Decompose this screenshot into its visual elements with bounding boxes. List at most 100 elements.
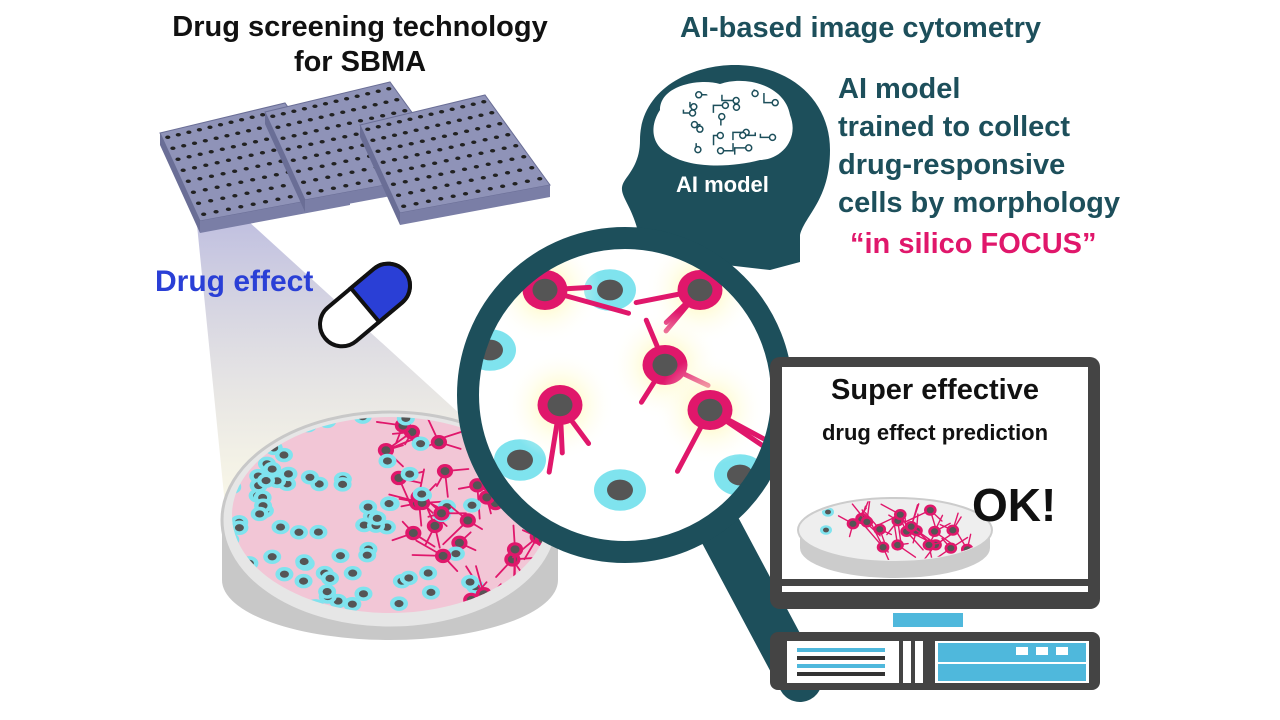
well: [285, 147, 291, 152]
well: [300, 180, 307, 185]
well: [439, 109, 445, 114]
well: [425, 150, 432, 155]
well: [290, 158, 296, 163]
well: [386, 122, 392, 127]
well: [249, 115, 255, 120]
well: [214, 160, 220, 165]
well: [466, 153, 473, 158]
well: [190, 190, 197, 195]
well: [455, 156, 461, 161]
ai-description-line: AI model: [838, 73, 961, 105]
well: [497, 121, 503, 126]
well: [186, 130, 192, 135]
well: [344, 96, 350, 101]
well: [280, 183, 286, 188]
well: [450, 169, 456, 174]
left-title-line2: for SBMA: [293, 46, 427, 78]
well: [489, 110, 495, 115]
well: [380, 160, 386, 165]
well: [437, 147, 443, 152]
well: [197, 176, 203, 181]
well: [425, 199, 432, 204]
well: [268, 186, 274, 191]
well: [430, 136, 436, 141]
well: [391, 111, 397, 116]
brain-icon: [653, 80, 793, 166]
circuit-line: [721, 94, 737, 102]
well: [325, 150, 331, 155]
well: [452, 131, 459, 136]
well: [390, 182, 397, 187]
well: [432, 185, 438, 190]
well: [214, 185, 220, 190]
well: [459, 142, 466, 147]
cell-responsive: [939, 512, 962, 536]
well: [505, 132, 511, 137]
circuit-line: [759, 133, 773, 139]
cell-responsive: [442, 505, 483, 546]
well: [255, 164, 261, 169]
well: [220, 196, 226, 201]
well: [456, 180, 462, 185]
well: [330, 186, 337, 191]
well: [225, 207, 232, 212]
well: [202, 138, 208, 143]
well: [208, 198, 214, 203]
well: [325, 175, 331, 180]
well: [197, 152, 203, 157]
well: [473, 164, 479, 169]
well: [256, 188, 262, 193]
screen-title: Super effective: [831, 374, 1039, 406]
well: [517, 168, 523, 173]
result-ok: OK!: [972, 479, 1057, 531]
well: [461, 167, 468, 172]
well: [386, 146, 392, 151]
well: [165, 135, 171, 140]
drug-effect-label: Drug effect: [155, 265, 314, 298]
well: [228, 120, 234, 125]
well: [312, 104, 318, 109]
well: [296, 144, 303, 149]
well: [207, 125, 213, 130]
well: [475, 126, 481, 131]
well: [319, 164, 325, 169]
well: [232, 193, 238, 198]
well: [287, 194, 293, 199]
well: [217, 122, 224, 127]
well: [500, 184, 506, 189]
cell-responsive: [391, 520, 436, 548]
well: [262, 199, 269, 204]
well: [346, 121, 353, 126]
circuit-line: [763, 92, 776, 104]
well: [402, 108, 408, 113]
well: [397, 168, 403, 173]
well: [263, 137, 270, 142]
well: [225, 158, 232, 163]
well: [417, 114, 424, 119]
cell-responsive: [837, 507, 867, 538]
circuit-line: [720, 143, 734, 152]
well: [361, 105, 367, 110]
cell-responsive: [875, 503, 908, 528]
well: [357, 118, 364, 123]
cell-responsive: [411, 539, 459, 572]
cell-responsive: [851, 500, 874, 528]
well: [313, 177, 319, 182]
well: [424, 125, 430, 130]
circuit-line: [742, 132, 757, 137]
capsule-icon: [318, 261, 412, 349]
well: [456, 118, 462, 123]
well: [239, 117, 245, 122]
well: [407, 117, 413, 122]
well: [391, 157, 398, 162]
well: [408, 166, 415, 171]
well: [537, 176, 543, 181]
well: [250, 177, 256, 182]
well: [307, 117, 313, 122]
well: [349, 170, 355, 175]
well: [201, 212, 207, 217]
well: [361, 167, 367, 172]
magnifier: [457, 227, 822, 702]
well: [480, 175, 486, 180]
